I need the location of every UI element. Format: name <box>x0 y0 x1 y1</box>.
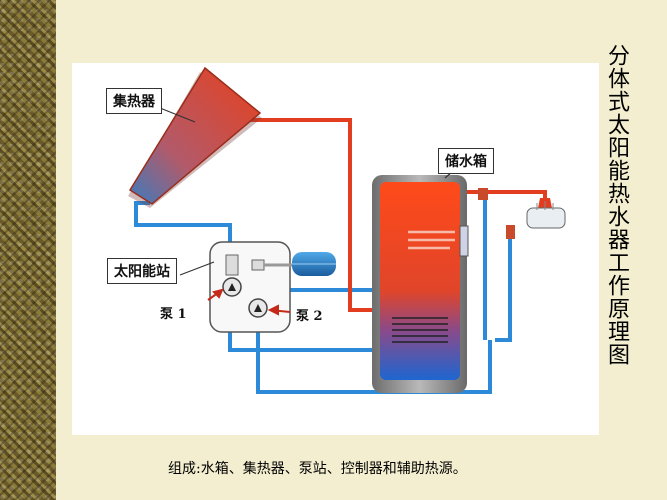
pump2-label: 泵 2 <box>296 309 323 324</box>
side-title: 分体式太阳能热水器工作原理图 <box>604 44 629 366</box>
hot-water-outlet <box>478 188 566 239</box>
solar-collector <box>128 66 262 208</box>
storage-tank <box>372 175 469 393</box>
tank-label: 储水箱 <box>438 148 494 174</box>
station-label-leader <box>179 261 215 276</box>
station-label: 太阳能站 <box>107 258 177 284</box>
caption: 组成:水箱、集热器、泵站、控制器和辅助热源。 <box>168 461 467 477</box>
collector-label: 集热器 <box>106 88 162 114</box>
expansion-tank <box>292 252 336 276</box>
collector-label-leader <box>159 107 196 123</box>
decorative-left-strip <box>0 0 56 500</box>
pump-label-arrows <box>207 288 291 316</box>
pump1-label: 泵 1 <box>160 307 187 322</box>
